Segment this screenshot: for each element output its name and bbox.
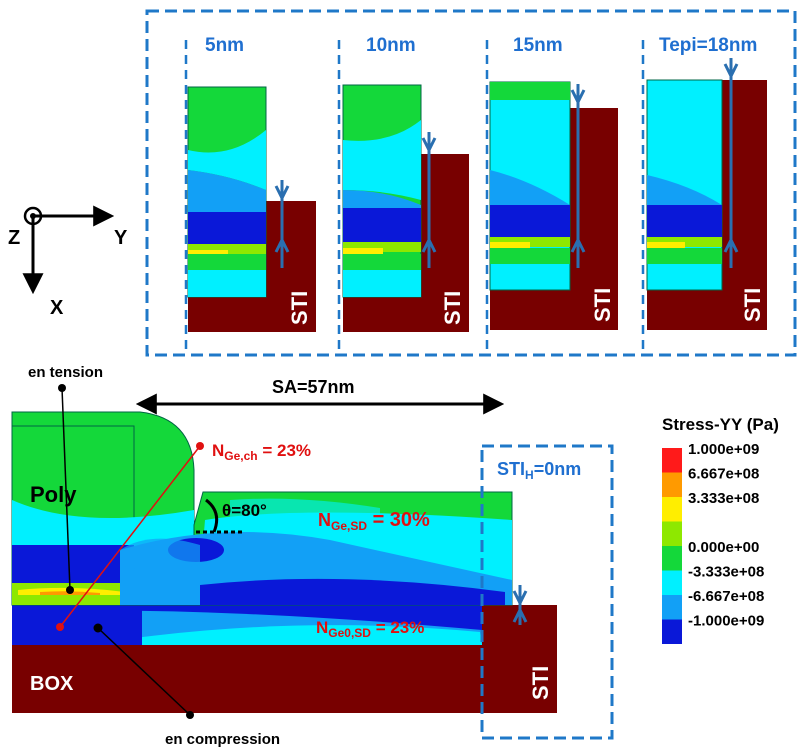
legend-label: 6.667e+08 xyxy=(688,466,759,483)
axis-z-label: Z xyxy=(8,227,20,249)
legend-label: -3.333e+08 xyxy=(688,564,764,581)
panel-5nm: 5nm STI xyxy=(184,35,316,352)
legend-swatch xyxy=(662,570,682,595)
legend-swatch xyxy=(662,472,682,497)
panel-15nm-sti: STI xyxy=(590,288,615,322)
main-cross-section xyxy=(11,411,557,713)
poly-label: Poly xyxy=(30,482,77,507)
legend-label: -6.667e+08 xyxy=(688,588,764,605)
legend-swatch xyxy=(662,448,682,473)
theta-label: θ=80° xyxy=(222,501,267,520)
panel-18nm-sti: STI xyxy=(740,288,765,322)
legend-swatch xyxy=(662,595,682,620)
en-tension-label: en tension xyxy=(28,364,103,381)
panel-18nm-label: Tepi=18nm xyxy=(659,35,757,56)
legend-swatch xyxy=(662,619,682,644)
sa-label: SA=57nm xyxy=(272,377,355,397)
box-label: BOX xyxy=(30,673,74,695)
legend-title: Stress-YY (Pa) xyxy=(662,415,779,434)
axis-x-label: X xyxy=(50,297,64,319)
nge-ch-label: NGe,ch = 23% xyxy=(212,441,311,463)
panel-15nm-label: 15nm xyxy=(513,35,563,56)
sti-main-label: STI xyxy=(528,666,553,700)
legend-swatch xyxy=(662,497,682,522)
axis-y-label: Y xyxy=(114,227,128,249)
legend-swatch xyxy=(662,521,682,546)
nge-sd-label: NGe,SD = 30% xyxy=(318,509,430,533)
panel-10nm-label: 10nm xyxy=(366,35,416,56)
panel-5nm-label: 5nm xyxy=(205,35,244,56)
top-panels-frame xyxy=(145,9,797,357)
coordinate-axes: Z Y X xyxy=(8,205,128,319)
panel-5nm-sti: STI xyxy=(287,291,312,325)
panel-15nm: 15nm STI xyxy=(485,35,618,352)
nge0-sd-label: NGe0,SD = 23% xyxy=(316,618,424,640)
legend-label: 0.000e+00 xyxy=(688,539,759,556)
stress-legend: Stress-YY (Pa) 1.000e+09 6.667e+08 3.333e+… xyxy=(662,415,779,644)
legend-label: -1.000e+09 xyxy=(688,613,764,630)
legend-swatch xyxy=(662,546,682,571)
panel-10nm: 10nm STI xyxy=(337,35,469,352)
sti-h-frame xyxy=(480,444,614,740)
callouts xyxy=(56,384,204,719)
box-layer xyxy=(12,645,482,713)
en-compression-label: en compression xyxy=(165,731,280,748)
panel-10nm-sti: STI xyxy=(440,291,465,325)
legend-label: 1.000e+09 xyxy=(688,441,759,458)
panel-18nm: Tepi=18nm STI xyxy=(641,35,767,352)
legend-label: 3.333e+08 xyxy=(688,490,759,507)
sti-h-label: STIH=0nm xyxy=(497,459,581,482)
